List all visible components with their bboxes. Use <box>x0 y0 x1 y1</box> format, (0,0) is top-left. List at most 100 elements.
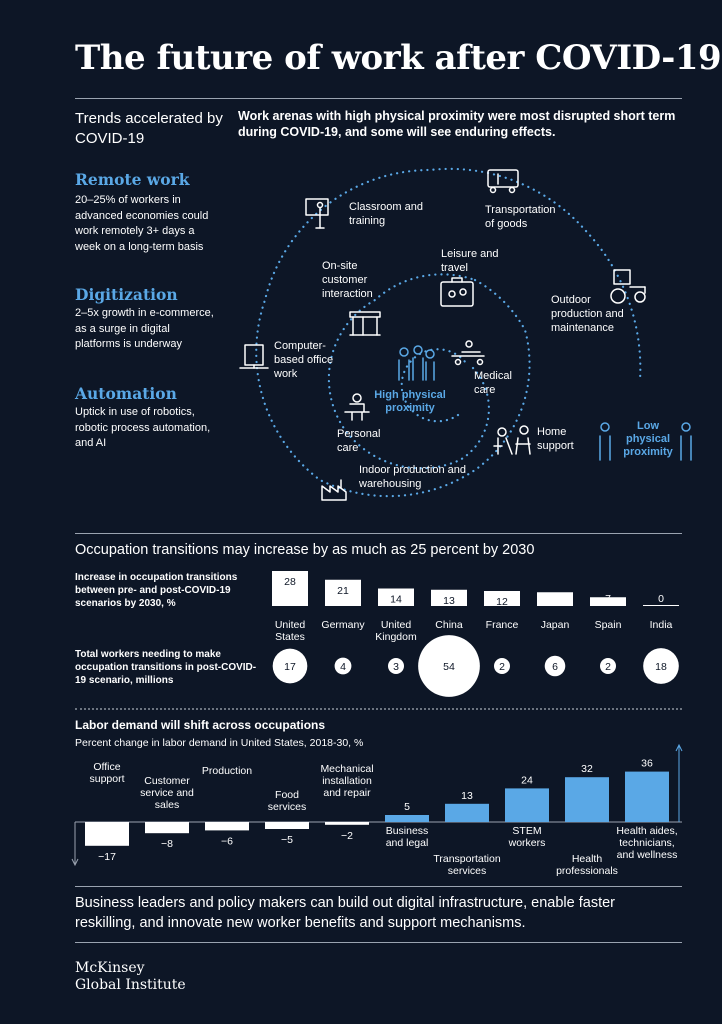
labor-category-label: professionals <box>556 865 618 877</box>
transitions-bar-label: Increase in occupation transitions betwe… <box>75 572 238 609</box>
people-icon <box>398 345 435 381</box>
labor-bar-value: −17 <box>98 851 116 863</box>
labor-category-label: services <box>268 801 307 813</box>
logo-line-2: Global Institute <box>75 977 186 993</box>
country-label-japan: Japan <box>541 619 570 631</box>
person-icon <box>599 422 692 461</box>
transition-bar-value: 28 <box>284 576 296 588</box>
labor-category-label: Office <box>93 761 120 773</box>
workers-value: 18 <box>655 661 667 673</box>
transition-bar-value: 7 <box>605 593 611 605</box>
computer-icon <box>239 344 269 369</box>
truck-icon <box>487 169 519 194</box>
suitcase-icon <box>440 277 474 307</box>
transition-bar-india <box>643 605 679 606</box>
transition-bar-spain <box>590 597 626 606</box>
workers-circle-united-kingdom <box>388 658 404 674</box>
country-label-united-states: States <box>275 631 305 643</box>
transition-bar-france <box>484 591 520 606</box>
label-personal: Personal care <box>337 428 381 454</box>
workers-circle-france <box>494 658 510 674</box>
transition-bar-value: 13 <box>443 595 455 607</box>
section-divider-dotted <box>75 708 682 710</box>
labor-category-label: STEM <box>512 825 541 837</box>
workers-value: 2 <box>499 661 505 673</box>
labor-category-label: Production <box>202 765 252 777</box>
country-label-india: India <box>650 619 673 631</box>
transitions-heading: Occupation transitions may increase by a… <box>75 542 535 558</box>
tractor-icon <box>610 269 646 304</box>
mckinsey-logo: McKinsey Global Institute <box>75 960 186 994</box>
labor-bar-transportation-services <box>445 803 489 822</box>
workers-circle-united-states <box>272 648 308 684</box>
labor-bar-value: −8 <box>161 838 173 850</box>
page-title: The future of work after COVID-19 <box>75 38 722 78</box>
arenas-lead-text: Work arenas with high physical proximity… <box>238 109 676 139</box>
country-label-united-states: United <box>275 619 306 631</box>
factory-icon <box>321 479 347 501</box>
country-label-united-kingdom: Kingdom <box>375 631 417 643</box>
logo-line-1: McKinsey <box>75 960 145 976</box>
labor-bar-business-and-legal <box>385 815 429 822</box>
barber-icon <box>344 393 370 421</box>
closing-text: Business leaders and policy makers can b… <box>75 895 616 931</box>
label-home: Home support <box>537 426 574 452</box>
labor-bar-value: 13 <box>461 790 473 802</box>
labor-bar-value: −2 <box>341 830 353 842</box>
labor-category-label: Food <box>275 789 299 801</box>
labor-bar-value: 36 <box>641 758 653 770</box>
labor-category-label: Health <box>572 853 603 865</box>
labor-bar-stem-workers <box>505 788 549 822</box>
labor-category-label: and wellness <box>617 849 678 861</box>
workers-circle-india <box>643 648 679 684</box>
title-divider <box>75 98 682 99</box>
country-label-germany: Germany <box>321 619 365 631</box>
label-low-proximity: Low physical proximity <box>623 420 673 458</box>
labor-category-label: Transportation <box>433 853 500 865</box>
section-divider-2 <box>75 886 682 887</box>
workers-circle-germany <box>334 657 352 675</box>
labor-up-arrowhead <box>675 743 683 752</box>
transition-bar-united-kingdom <box>378 588 414 606</box>
labor-bar-customer-service-and-sales <box>145 822 189 834</box>
workers-value: 4 <box>340 661 346 673</box>
automation-text: Uptick in use of robotics, robotic proce… <box>75 406 211 449</box>
transition-bar-value: 21 <box>337 585 349 597</box>
label-medical: Medical care <box>474 370 512 396</box>
labor-category-label: technicians, <box>619 837 674 849</box>
labor-bar-value: −5 <box>281 834 293 846</box>
country-label-china: China <box>435 619 463 631</box>
labor-bar-health-aides-technicians-and-wellness <box>625 771 669 822</box>
section-divider-3 <box>75 942 682 943</box>
transition-bar-value: 0 <box>658 593 664 605</box>
labor-heading: Labor demand will shift across occupatio… <box>75 718 326 732</box>
transition-bar-united-states <box>272 571 308 606</box>
labor-category-label: Health aides, <box>616 825 677 837</box>
country-label-united-kingdom: United <box>381 619 412 631</box>
labor-category-label: sales <box>155 799 180 811</box>
workers-value: 17 <box>284 661 296 673</box>
remote-work-heading: Remote work <box>75 170 190 189</box>
teacher-icon <box>305 198 329 229</box>
labor-bar-production <box>205 822 249 831</box>
labor-category-label: Business <box>386 825 429 837</box>
label-high-proximity: High physical proximity <box>374 389 446 414</box>
labor-bar-mechanical-installation-and-repair <box>325 822 369 825</box>
transitions-circle-label: Total workers needing to make occupation… <box>75 649 257 686</box>
labor-subheading: Percent change in labor demand in United… <box>75 737 364 749</box>
section-divider-1 <box>75 533 682 534</box>
transition-bar-germany <box>325 579 361 606</box>
stretcher-icon <box>451 340 485 366</box>
counter-icon <box>349 311 381 336</box>
labor-down-arrowhead <box>71 858 79 867</box>
remote-work-text: 20–25% of workers in advanced economies … <box>75 194 209 253</box>
labor-category-label: Customer <box>144 775 190 787</box>
labor-bar-value: 5 <box>404 801 410 813</box>
labor-bar-value: 24 <box>521 774 533 786</box>
spiral-inner-ring <box>400 348 468 423</box>
labor-category-label: support <box>89 773 124 785</box>
digitization-heading: Digitization <box>75 285 178 304</box>
labor-category-label: and repair <box>323 787 371 799</box>
transition-bar-value: 11 <box>550 593 561 605</box>
